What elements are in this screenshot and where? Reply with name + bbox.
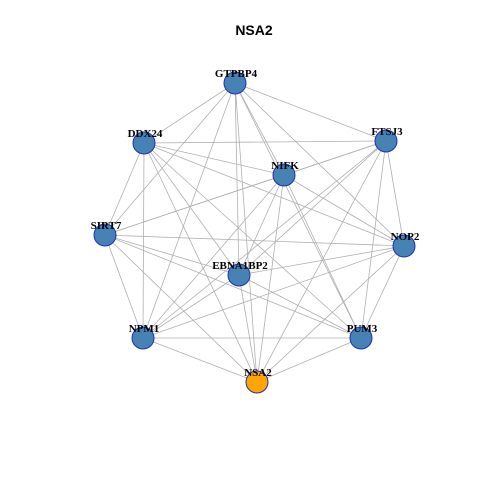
edges-layer xyxy=(104,82,405,383)
edge-nifk-sirt7 xyxy=(104,174,285,236)
edge-ddx24-ftsj3 xyxy=(143,140,387,144)
node-sirt7[interactable] xyxy=(93,223,117,247)
edge-nop2-nsa2 xyxy=(256,245,405,383)
edge-ebna1bp2-pum3 xyxy=(238,274,362,339)
edge-ftsj3-nsa2 xyxy=(256,140,387,383)
edge-ftsj3-nop2 xyxy=(385,140,405,247)
edge-sirt7-nsa2 xyxy=(104,234,258,383)
edge-npm1-nsa2 xyxy=(142,337,258,383)
node-label-npm1: NPM1 xyxy=(129,323,160,335)
edge-gtpbp4-ftsj3 xyxy=(234,82,387,142)
edge-ddx24-nsa2 xyxy=(143,142,258,383)
edge-sirt7-npm1 xyxy=(104,234,144,339)
edge-ftsj3-pum3 xyxy=(360,140,387,339)
node-gtpbp4[interactable] xyxy=(223,71,247,95)
edge-nop2-ebna1bp2 xyxy=(238,245,405,276)
edge-nop2-pum3 xyxy=(360,245,405,339)
edge-ebna1bp2-npm1 xyxy=(142,274,240,339)
node-label-ftsj3: FTSJ3 xyxy=(371,126,403,138)
node-ddx24[interactable] xyxy=(132,131,156,155)
edge-gtpbp4-nop2 xyxy=(234,82,405,247)
graph-title: NSA2 xyxy=(235,22,273,38)
edge-nifk-nsa2 xyxy=(256,174,285,383)
node-nifk[interactable] xyxy=(272,163,296,187)
node-label-ebna1bp2: EBNA1BP2 xyxy=(212,260,268,272)
node-label-gtpbp4: GTPBP4 xyxy=(215,68,258,80)
edge-nifk-ebna1bp2 xyxy=(238,174,285,276)
edge-gtpbp4-ebna1bp2 xyxy=(234,82,240,276)
node-label-nifk: NIFK xyxy=(271,160,299,172)
edge-ddx24-npm1 xyxy=(142,142,145,339)
node-label-nsa2: NSA2 xyxy=(244,367,272,379)
node-pum3[interactable] xyxy=(349,326,373,350)
node-npm1[interactable] xyxy=(131,326,155,350)
node-label-ddx24: DDX24 xyxy=(128,128,163,140)
node-label-sirt7: SIRT7 xyxy=(91,220,122,232)
edge-ddx24-nifk xyxy=(143,142,285,176)
node-nop2[interactable] xyxy=(392,234,416,258)
edge-pum3-nsa2 xyxy=(256,337,362,383)
edge-ebna1bp2-nsa2 xyxy=(238,274,258,383)
node-ftsj3[interactable] xyxy=(374,129,398,153)
node-label-nop2: NOP2 xyxy=(391,231,420,243)
edge-gtpbp4-npm1 xyxy=(142,82,236,339)
nodes-layer xyxy=(93,71,416,394)
edge-ftsj3-ebna1bp2 xyxy=(238,140,387,276)
node-label-pum3: PUM3 xyxy=(347,323,378,335)
edge-nifk-nop2 xyxy=(283,174,405,247)
edge-nifk-pum3 xyxy=(283,174,362,339)
node-ebna1bp2[interactable] xyxy=(227,263,251,287)
edge-nifk-npm1 xyxy=(142,174,285,339)
edge-gtpbp4-ddx24 xyxy=(143,82,236,144)
edge-ddx24-nop2 xyxy=(143,142,405,247)
edge-ddx24-sirt7 xyxy=(104,142,145,236)
edge-sirt7-pum3 xyxy=(104,234,362,339)
edge-ddx24-ebna1bp2 xyxy=(143,142,240,276)
edge-ftsj3-npm1 xyxy=(142,140,387,339)
edge-gtpbp4-nsa2 xyxy=(234,82,258,383)
node-nsa2[interactable] xyxy=(245,370,269,394)
edge-gtpbp4-nifk xyxy=(234,82,285,176)
edge-nop2-npm1 xyxy=(142,245,405,339)
edge-sirt7-ebna1bp2 xyxy=(104,234,240,276)
edge-gtpbp4-pum3 xyxy=(234,82,362,339)
edge-gtpbp4-sirt7 xyxy=(104,82,236,236)
edge-sirt7-nop2 xyxy=(104,234,405,247)
